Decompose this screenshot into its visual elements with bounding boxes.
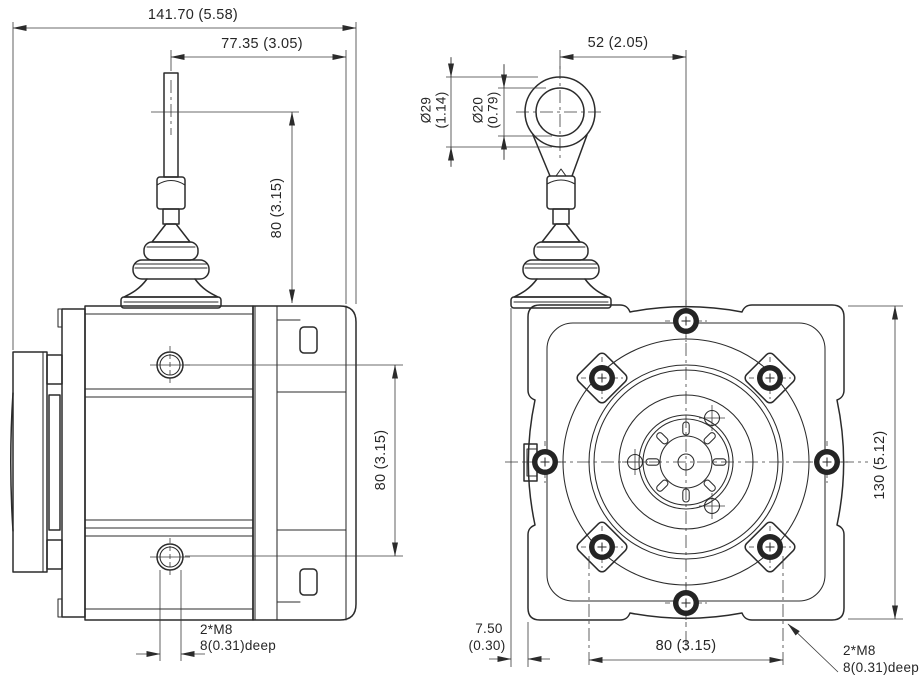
dim-label: 80 (3.15) [656,638,717,654]
eyelet-ring [516,66,604,177]
bellows-grommet-side [120,176,222,309]
dim-overall-width: 141.70 (5.58) [12,7,357,350]
dim-label: 80 (3.15) [373,430,389,491]
dim-body-size: 130 (5.12) [848,305,903,620]
wire-crimp [546,175,576,210]
dim-eyelet-inner: Ø20 (0.79) [471,64,552,160]
dim-label: 141.70 (5.58) [148,7,238,23]
dim-ring-offset: 52 (2.05) [559,35,687,295]
front-view: 52 (2.05) Ø29 (1.14) Ø20 (0.79) 130 (5.1… [419,35,919,675]
grommet-base [120,296,222,309]
side-tab-top [299,326,318,354]
hub-bolt-hole [698,404,726,432]
dim-label: Ø20 [471,97,486,123]
dim-wire-height: 80 (3.15) [151,111,299,304]
dim-side-hole-spacing: 80 (3.15) [185,364,403,557]
callout-m8-bottom: 2*M8 8(0.31)deep [787,623,919,675]
front-block [84,305,254,621]
dim-label: Ø29 [419,97,434,123]
bellows-grommet-front [510,175,612,309]
dim-label: 77.35 (3.05) [221,36,303,52]
dim-eyelet-outer: Ø29 (1.14) [419,57,552,167]
thread-note: 8(0.31)deep [200,638,276,653]
dim-flange-offset: 7.50 (0.30) [468,308,550,667]
dim-label: 52 (2.05) [588,35,649,51]
m8-hole-bottom [149,537,191,577]
flange-stack [10,308,86,618]
spline-hub [621,404,727,520]
dim-wire-offset: 77.35 (3.05) [170,36,347,304]
dim-label: (0.30) [468,638,505,653]
m8-hole-top [149,345,191,385]
callout-m8-side: 2*M8 8(0.31)deep [136,570,276,661]
wire-crimp [156,176,186,210]
thread-note: 2*M8 [843,643,876,658]
dim-label: (1.14) [434,91,449,128]
adapter-slab [61,308,86,618]
housing-side [252,305,357,621]
dim-bottom-hole-spacing: 80 (3.15) [588,556,784,667]
side-view: 141.70 (5.58) 77.35 (3.05) 80 (3.15) 80 … [10,7,403,661]
grommet-base [510,296,612,309]
cable-rod [163,72,179,178]
side-tab-bottom [299,568,318,596]
thread-note: 2*M8 [200,622,233,637]
dim-label: 130 (5.12) [872,430,888,499]
thread-note: 8(0.31)deep [843,660,919,675]
dim-label: (0.79) [486,91,501,128]
body-side [84,305,357,621]
hub-bolt-hole [698,492,726,520]
dim-label: 7.50 [475,621,502,636]
housing-outline [527,304,845,621]
dim-label: 80 (3.15) [269,178,285,239]
